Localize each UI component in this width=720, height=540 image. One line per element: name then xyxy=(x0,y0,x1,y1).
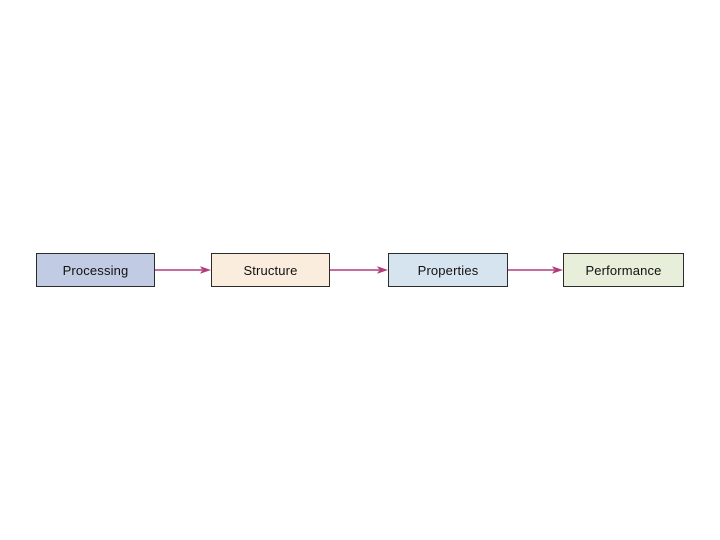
flow-node-structure[interactable]: Structure xyxy=(211,253,330,287)
flow-node-properties[interactable]: Properties xyxy=(388,253,508,287)
flow-node-performance[interactable]: Performance xyxy=(563,253,684,287)
flow-node-label: Performance xyxy=(585,262,662,278)
flow-node-label: Processing xyxy=(62,262,129,278)
flow-node-label: Properties xyxy=(417,262,479,278)
arrow-right-icon xyxy=(155,266,211,274)
arrow-right-icon xyxy=(508,266,563,274)
arrow-right-icon xyxy=(330,266,388,274)
flow-node-label: Structure xyxy=(243,262,298,278)
process-flow-chain: Processing Structure Properties Performa… xyxy=(36,252,684,288)
flow-node-processing[interactable]: Processing xyxy=(36,253,155,287)
